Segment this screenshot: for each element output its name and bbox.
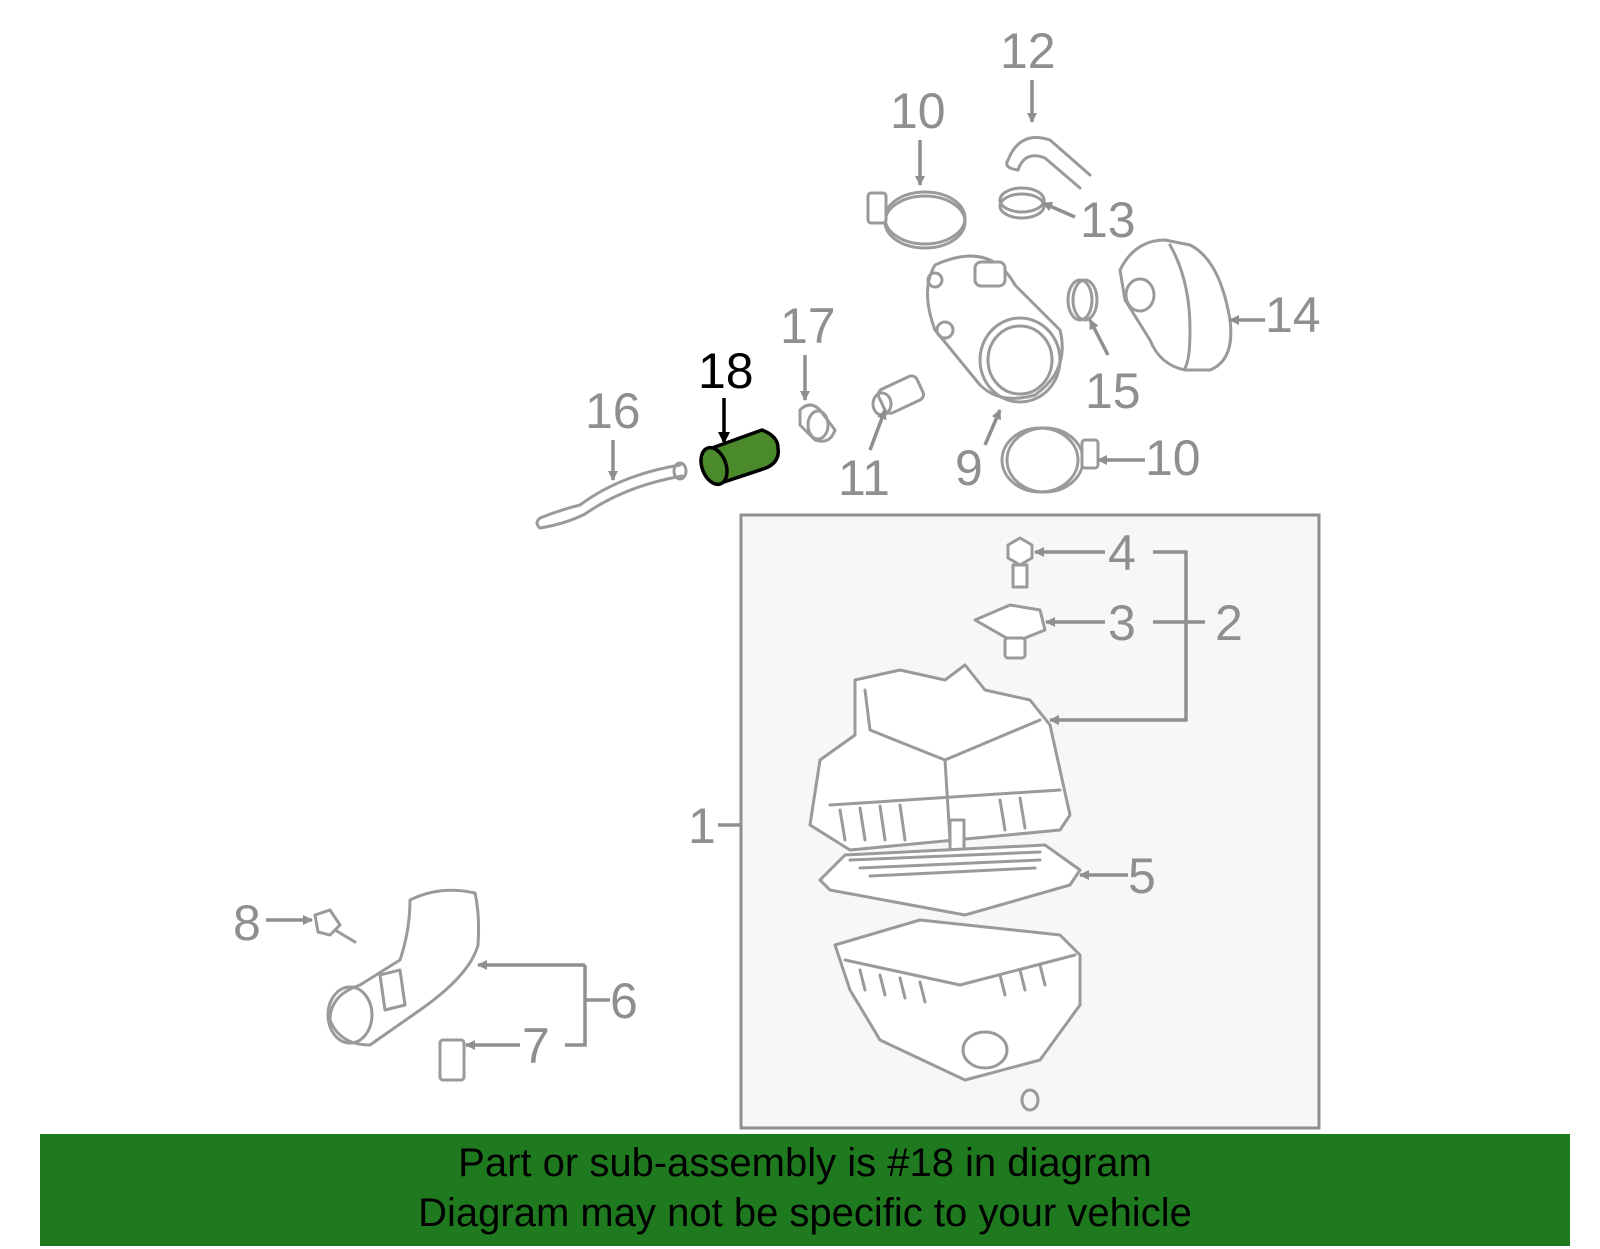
- label-10-top: 10: [890, 83, 946, 139]
- banner-line-1: Part or sub-assembly is #18 in diagram: [458, 1141, 1152, 1185]
- label-13: 13: [1080, 192, 1136, 248]
- part-15-clamp[interactable]: [1066, 278, 1099, 322]
- label-12: 12: [1000, 23, 1056, 79]
- banner-line-2: Diagram may not be specific to your vehi…: [418, 1191, 1192, 1235]
- label-16: 16: [585, 383, 641, 439]
- label-8: 8: [233, 895, 261, 951]
- label-2: 2: [1215, 595, 1243, 651]
- part-9-airflow-meter[interactable]: [926, 254, 1064, 404]
- label-14: 14: [1265, 287, 1321, 343]
- part-4-bolt[interactable]: [1006, 536, 1034, 589]
- part-3-sensor[interactable]: [973, 603, 1047, 660]
- label-3: 3: [1108, 595, 1136, 651]
- part-10-lower-clamp[interactable]: [1000, 426, 1100, 494]
- label-7: 7: [522, 1018, 550, 1074]
- part-16-hose[interactable]: [535, 461, 688, 530]
- label-10-bottom: 10: [1145, 430, 1201, 486]
- part-5-filter[interactable]: [818, 843, 1082, 917]
- label-4: 4: [1108, 525, 1136, 581]
- part-13-clamp[interactable]: [998, 186, 1046, 220]
- part-10-upper-clamp[interactable]: [866, 190, 967, 250]
- label-5: 5: [1128, 848, 1156, 904]
- part-18-hose[interactable]: [696, 428, 780, 488]
- label-15: 15: [1085, 363, 1141, 419]
- part-11-fitting[interactable]: [871, 374, 925, 417]
- label-11: 11: [838, 450, 890, 506]
- part-7-clip[interactable]: [438, 1038, 466, 1082]
- part-14-resonator[interactable]: [1118, 238, 1233, 372]
- part-6-intake-duct[interactable]: [326, 888, 481, 1047]
- part-12-hose[interactable]: [1005, 136, 1092, 190]
- leader-lines: [266, 80, 1265, 1050]
- info-banner: Part or sub-assembly is #18 in diagram D…: [40, 1134, 1570, 1246]
- label-18: 18: [698, 343, 754, 399]
- label-17: 17: [780, 298, 836, 354]
- part-17-clip[interactable]: [798, 403, 837, 443]
- label-1: 1: [688, 798, 716, 854]
- label-9: 9: [955, 440, 983, 496]
- part-8-bolt[interactable]: [313, 908, 357, 944]
- label-6: 6: [610, 973, 638, 1029]
- part-1-lower-case[interactable]: [833, 918, 1082, 1112]
